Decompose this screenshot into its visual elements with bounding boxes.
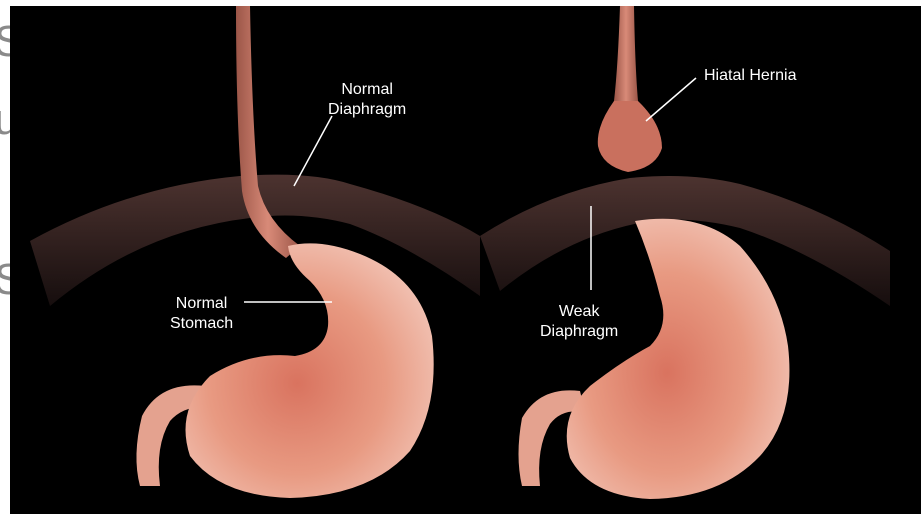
left-esophagus bbox=[236, 6, 300, 258]
left-stomach bbox=[186, 243, 434, 498]
label-hiatal-hernia: Hiatal Hernia bbox=[704, 66, 796, 86]
illustration-panel: Normal Diaphragm Normal Stomach Hiatal H… bbox=[10, 6, 921, 514]
label-normal-diaphragm-line1: Normal bbox=[328, 80, 406, 100]
label-weak-diaphragm-line2: Diaphragm bbox=[540, 322, 618, 342]
label-normal-diaphragm: Normal Diaphragm bbox=[328, 80, 406, 120]
label-weak-diaphragm-line1: Weak bbox=[540, 302, 618, 322]
hernia-anatomy-group bbox=[480, 6, 890, 499]
label-normal-stomach-line1: Normal bbox=[170, 294, 233, 314]
normal-anatomy-group bbox=[30, 6, 480, 498]
label-normal-diaphragm-line2: Diaphragm bbox=[328, 100, 406, 120]
label-normal-stomach: Normal Stomach bbox=[170, 294, 233, 334]
right-esophagus bbox=[614, 6, 638, 101]
herniated-stomach-portion bbox=[598, 101, 662, 172]
label-normal-stomach-line2: Stomach bbox=[170, 314, 233, 334]
pointer-hiatal-hernia bbox=[646, 78, 696, 121]
label-weak-diaphragm: Weak Diaphragm bbox=[540, 302, 618, 342]
right-stomach bbox=[567, 219, 790, 499]
pointer-normal-diaphragm bbox=[294, 116, 332, 186]
